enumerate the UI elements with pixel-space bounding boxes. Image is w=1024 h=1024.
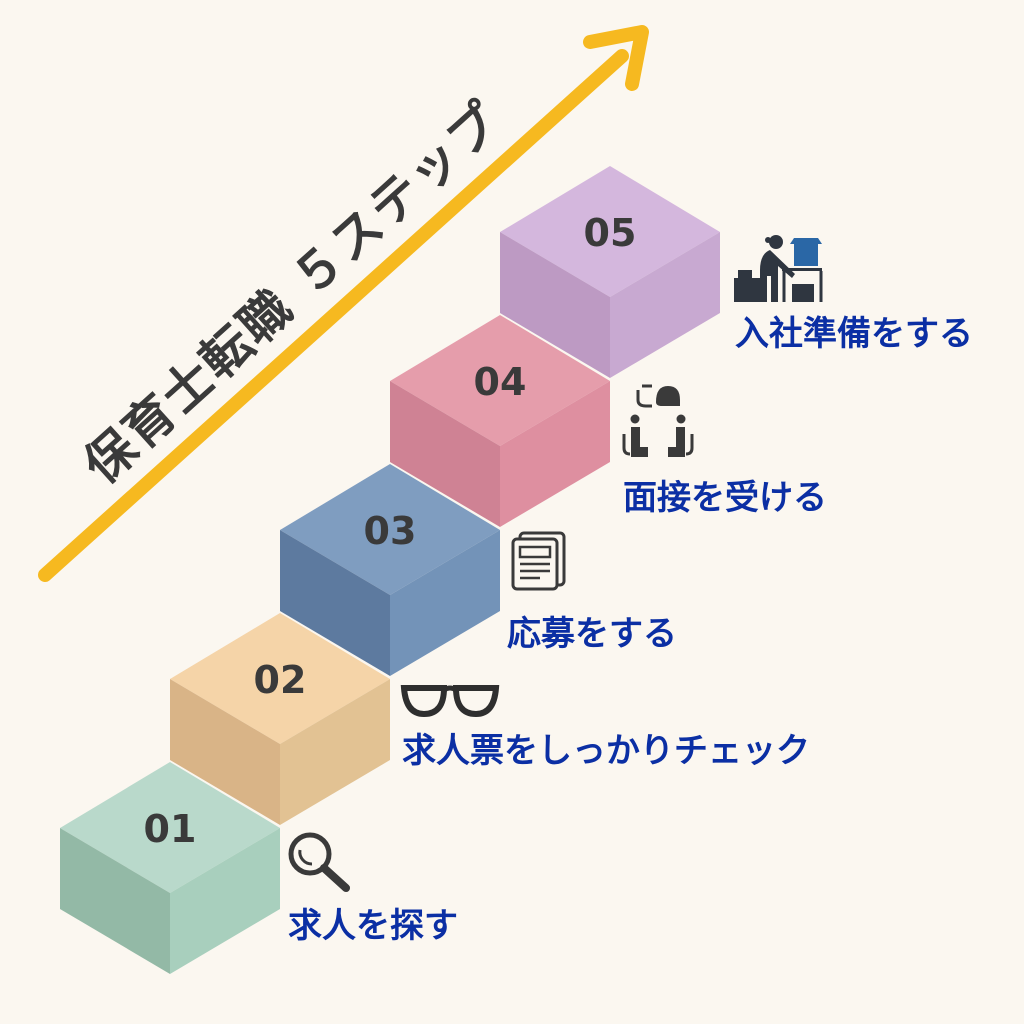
cube-right-face bbox=[500, 381, 610, 527]
step-5-number: 05 bbox=[584, 211, 637, 255]
cube-right-face bbox=[390, 530, 500, 676]
step-2-cube: 02 bbox=[170, 613, 390, 825]
interview-icon bbox=[622, 384, 694, 457]
step-4-cube: 04 bbox=[390, 315, 610, 527]
step-1-number: 01 bbox=[144, 807, 197, 851]
step-2-number: 02 bbox=[254, 658, 307, 702]
step-1-cube: 01 bbox=[60, 762, 280, 974]
cube-top-face bbox=[280, 464, 500, 595]
step-3-cube: 03 bbox=[280, 464, 500, 676]
step-4-label: 面接を受ける bbox=[623, 478, 827, 518]
magnifier-icon bbox=[288, 832, 350, 892]
cube-top-face bbox=[500, 166, 720, 297]
cube-right-face bbox=[280, 679, 390, 825]
cube-top-face bbox=[60, 762, 280, 893]
cube-right-face bbox=[170, 828, 280, 974]
step-4-number: 04 bbox=[474, 360, 527, 404]
step-1-label: 求人を探す bbox=[288, 906, 458, 946]
cube-left-face bbox=[390, 381, 500, 527]
cube-left-face bbox=[280, 530, 390, 676]
growth-arrow bbox=[38, 25, 649, 582]
cube-left-face bbox=[60, 828, 170, 974]
packing-person-icon bbox=[734, 235, 823, 302]
step-3-number: 03 bbox=[364, 509, 417, 553]
cube-right-face bbox=[610, 232, 720, 378]
cube-left-face bbox=[500, 232, 610, 378]
step-5-label: 入社準備をする bbox=[735, 314, 973, 354]
cube-top-face bbox=[170, 613, 390, 744]
cube-left-face bbox=[170, 679, 280, 825]
step-3-label: 応募をする bbox=[507, 614, 677, 654]
step-2-label: 求人票をしっかりチェック bbox=[402, 731, 810, 771]
cube-top-face bbox=[390, 315, 610, 446]
step-5-cube: 05 bbox=[500, 166, 720, 378]
glasses-icon bbox=[400, 685, 500, 718]
document-icon bbox=[511, 531, 566, 591]
